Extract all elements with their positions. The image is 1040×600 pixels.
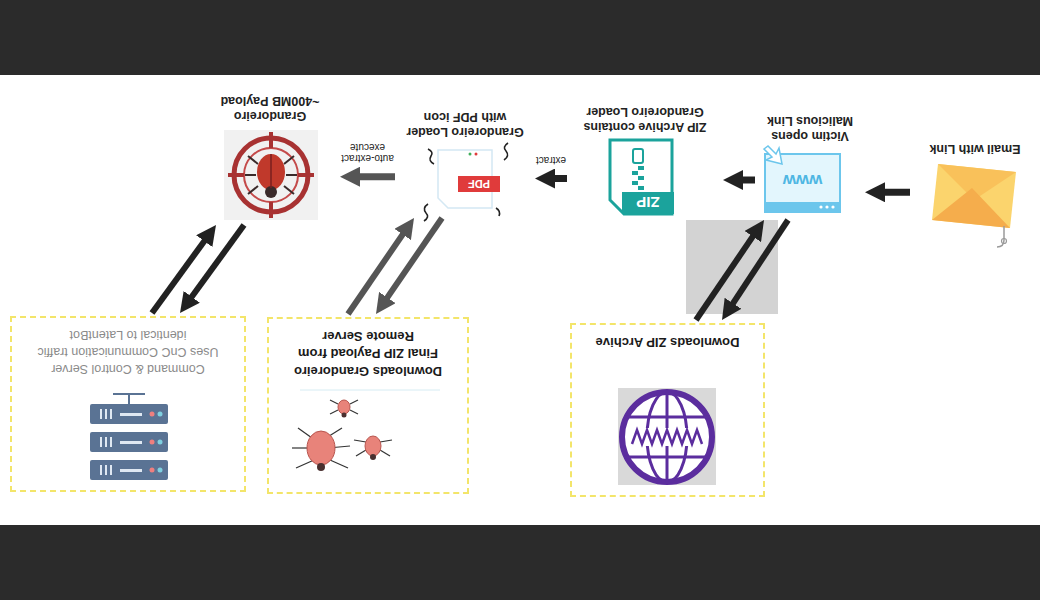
icon-area [970,160,980,245]
browser-node: Victim opens Malicious Link [760,111,860,217]
flow-arrow [187,225,244,303]
box-heading: Downloads Grandoreiro Final ZIP Payload … [288,327,448,380]
download-box: Downloads Grandoreiro Final ZIP Payload … [267,317,469,494]
icon-area [663,351,673,455]
zip-file-icon [610,140,674,214]
malware-target-icon [224,130,318,220]
box-heading: Command & Control Server [51,360,205,377]
step-label: Grandoreiro Loader with PDF icon [402,109,528,139]
dark-band [0,0,1040,75]
flow-arrow [152,235,209,313]
flow-arrow [696,230,757,320]
flow-arrow [352,173,395,180]
c2-server-box: Command & Control ServerUses CnC Communi… [10,316,246,492]
browser-icon [764,146,840,212]
loader-node: Grandoreiro Loader with PDF icon [400,107,530,215]
box-body: Uses CnC Communication traffic identical… [26,326,231,360]
server-stack-icon [90,394,168,480]
zip-text: ZIP [622,193,674,212]
icon-area [363,380,373,458]
email-node: Email with Link [915,139,1035,245]
icon-area [123,377,133,473]
box-heading: Downloads ZIP Archive [596,333,740,351]
icon-area [265,127,275,222]
step-label: ZIP Archive contains Grandoreiro Loader [574,104,716,134]
malware-bugs-icon [292,390,440,471]
flow-arrow [348,228,407,314]
envelope-icon [932,164,1016,247]
arrow-label: auto-extract execute [335,141,401,164]
flow-arrow [383,218,442,304]
payload-node: Grandoreiro ~400MB Payload [205,91,335,222]
step-label: Victim opens Malicious Link [762,113,858,143]
step-label: Email with Link [930,141,1021,156]
pdf-text: PDF [458,176,500,191]
download-box: Downloads ZIP Archive [570,323,765,497]
pdf-file-icon [424,143,508,221]
dark-band [0,525,1040,600]
flow-arrow [877,189,910,196]
flow-arrow [735,177,755,184]
browser-text: www [765,170,840,191]
step-label: Grandoreiro ~400MB Payload [220,93,320,123]
globe-icon [618,388,716,485]
flow-arrow [547,175,567,182]
arrow-label: extract [534,155,568,167]
